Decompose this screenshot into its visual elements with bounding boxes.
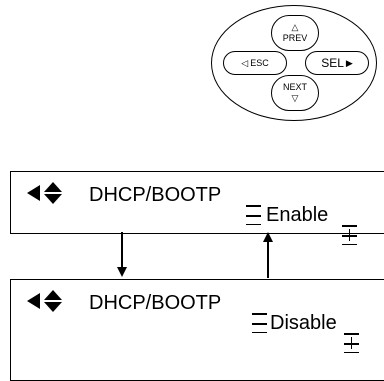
esc-key-label: ESC: [250, 57, 269, 68]
plus-icon: [342, 225, 357, 245]
left-arrow-icon: [27, 293, 40, 309]
down-arrow-icon: [117, 267, 127, 277]
up-arrow-icon: [263, 232, 273, 242]
triangle-left-outline-icon: ◁: [241, 57, 249, 68]
nav-indicator: [27, 182, 62, 204]
up-arrow-icon: [44, 182, 62, 192]
lcd-panel-disable: DHCP/BOOTP Disable: [10, 279, 384, 381]
plus-icon: [344, 333, 359, 353]
prev-key-label: PREV: [282, 33, 308, 43]
minus-icon: [252, 313, 267, 333]
next-key-label: NEXT: [282, 82, 307, 92]
arrow-down-connector: [116, 232, 128, 278]
prev-key[interactable]: △ PREV: [271, 15, 319, 51]
down-arrow-icon: [44, 302, 62, 312]
up-down-arrows-icon: [44, 182, 62, 204]
triangle-down-outline-icon: ▽: [291, 93, 299, 103]
sel-key-label: SEL: [321, 56, 344, 70]
down-arrow-icon: [44, 194, 62, 204]
arrow-up-connector: [262, 232, 274, 278]
up-arrow-icon: [44, 290, 62, 300]
sel-key[interactable]: SEL ▶: [305, 51, 369, 75]
triangle-right-filled-icon: ▶: [345, 57, 353, 68]
lcd-panel-enable: DHCP/BOOTP Enable: [10, 171, 384, 245]
setting-title: DHCP/BOOTP: [89, 292, 222, 314]
next-key[interactable]: NEXT ▽: [271, 75, 319, 111]
left-arrow-icon: [27, 185, 40, 201]
front-panel-keypad: △ PREV ◁ ESC SEL ▶ NEXT ▽: [211, 5, 378, 123]
setting-title: DHCP/BOOTP: [89, 184, 222, 206]
setting-value: Disable: [270, 312, 337, 334]
up-down-arrows-icon: [44, 290, 62, 312]
nav-indicator: [27, 290, 62, 312]
esc-key[interactable]: ◁ ESC: [223, 51, 287, 75]
minus-icon: [246, 205, 261, 225]
triangle-up-outline-icon: △: [291, 22, 299, 32]
setting-value: Enable: [266, 204, 329, 226]
